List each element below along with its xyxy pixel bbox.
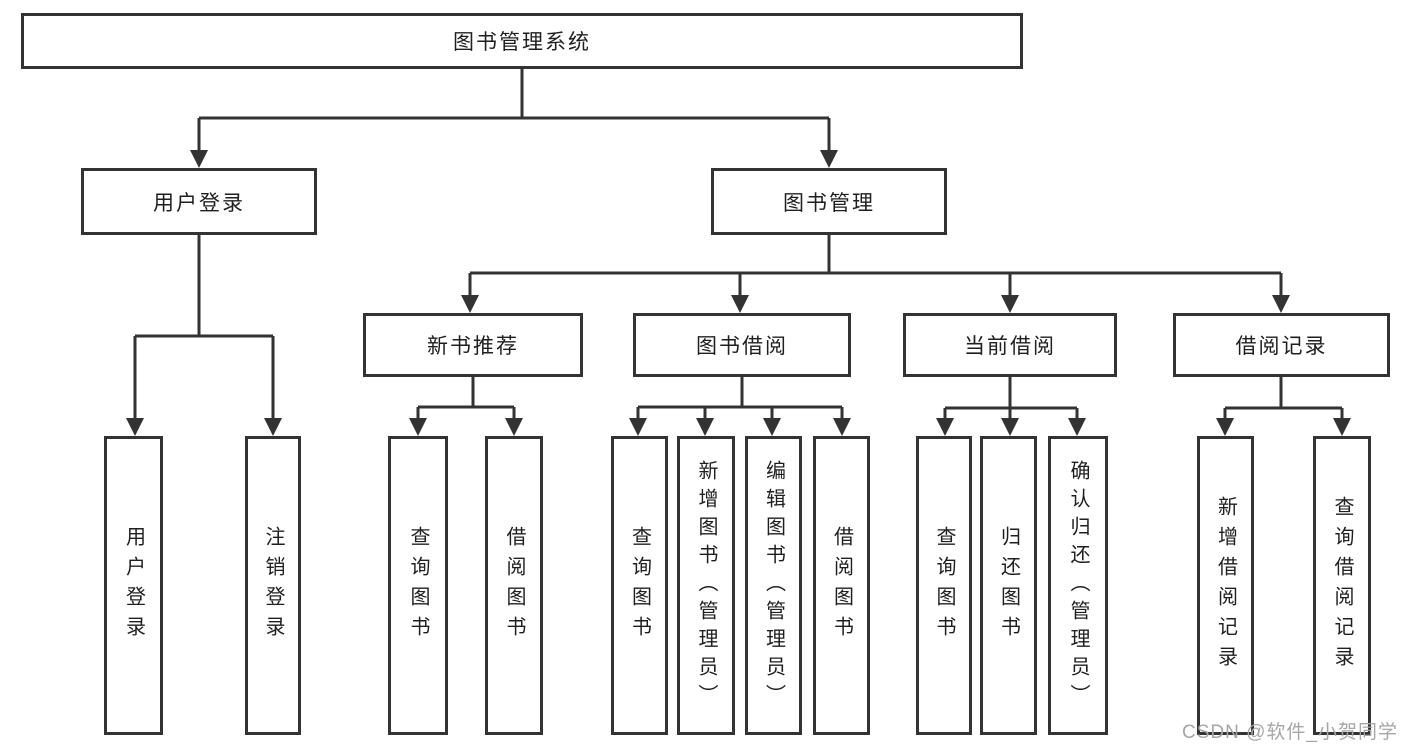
arrow-icon	[1001, 418, 1019, 436]
edge-user-login-children	[133, 235, 275, 420]
leaf-newbook-borrow-books: 借阅图书	[485, 436, 543, 735]
leaf-borrow-add-books-admin: 新增图书（管理员）	[677, 436, 735, 735]
arrow-icon	[190, 150, 208, 168]
leaf-newbook-query-books: 查询图书	[388, 436, 448, 735]
arrow-icon	[629, 418, 647, 436]
leaf-current-confirm-return-admin: 确认归还（管理员）	[1048, 436, 1108, 735]
edge-borrow-record-children	[1223, 377, 1344, 420]
edge-root-to-level2	[197, 69, 831, 152]
arrow-icon	[1216, 418, 1234, 436]
node-user-login: 用户登录	[81, 168, 317, 235]
leaf-current-return-books: 归还图书	[980, 436, 1037, 735]
leaf-logout: 注销登录	[245, 436, 301, 735]
node-new-book-recommend: 新书推荐	[363, 313, 583, 377]
edge-book-mgmt-children	[468, 235, 1283, 297]
arrow-icon	[936, 418, 954, 436]
csdn-watermark: CSDN @软件_小贺同学	[1182, 722, 1398, 743]
arrow-icon	[696, 418, 714, 436]
arrow-icon	[1333, 418, 1351, 436]
arrow-icon	[505, 418, 523, 436]
arrow-icon	[833, 418, 851, 436]
arrow-icon	[763, 418, 781, 436]
arrow-icon	[264, 418, 282, 436]
leaf-borrow-edit-books-admin: 编辑图书（管理员）	[745, 436, 802, 735]
leaf-record-query-borrow-record: 查询借阅记录	[1313, 436, 1371, 735]
arrow-icon	[820, 150, 838, 168]
arrow-icon	[409, 418, 427, 436]
leaf-borrow-query-books: 查询图书	[611, 436, 668, 735]
arrow-icon	[126, 418, 144, 436]
edge-book-borrow-children	[636, 377, 844, 420]
arrow-icon	[1272, 295, 1290, 313]
arrow-icon	[461, 295, 479, 313]
node-current-borrow: 当前借阅	[903, 313, 1117, 377]
leaf-record-add-borrow-record: 新增借阅记录	[1197, 436, 1254, 735]
arrow-icon	[731, 295, 749, 313]
arrow-icon	[1001, 295, 1019, 313]
arrow-icon	[1068, 418, 1086, 436]
node-borrow-record: 借阅记录	[1173, 313, 1390, 377]
leaf-borrow-borrow-books: 借阅图书	[813, 436, 870, 735]
node-book-management: 图书管理	[711, 168, 947, 235]
node-book-borrow: 图书借阅	[633, 313, 851, 377]
leaf-current-query-books: 查询图书	[916, 436, 972, 735]
node-library-management-system: 图书管理系统	[21, 13, 1023, 69]
edge-current-borrow-children	[943, 377, 1079, 420]
leaf-user-login: 用户登录	[104, 436, 163, 735]
edge-new-book-children	[416, 377, 516, 420]
